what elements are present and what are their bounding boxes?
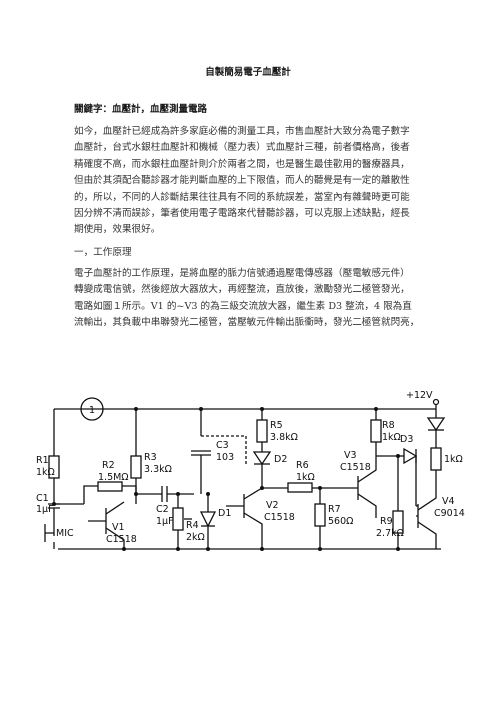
c3-name: C3 [216, 440, 229, 451]
r1-name: R1 [36, 455, 49, 466]
supply-voltage-label: +12V [406, 390, 433, 401]
r9-name: R9 [380, 516, 393, 527]
circuit-diagram: 1 +12V R1 1kΩ C1 1μF MIC R2 1.5MΩ V1 C15… [36, 336, 476, 566]
v4-value: C9014 [434, 508, 465, 519]
r2-value: 1.5MΩ [98, 472, 129, 483]
d1-label: D1 [218, 508, 231, 519]
v3-value: C1518 [340, 462, 371, 473]
v2-name: V2 [266, 500, 279, 511]
figure-number: 1 [89, 405, 95, 416]
c3-value: 103 [216, 452, 234, 463]
r8-value: 1kΩ [382, 432, 401, 443]
circuit-schematic: 1 +12V R1 1kΩ C1 1μF MIC R2 1.5MΩ V1 C15… [36, 390, 465, 551]
mic-label: MIC [56, 528, 74, 539]
r3-name: R3 [144, 452, 157, 463]
section-heading: 一，工作原理 [74, 247, 132, 258]
principle-line: 流輸出，其負載中串聯發光二極管，當壓敏元件輸出脈衝時，發光二極管就閃亮， [74, 317, 420, 329]
d2-label: D2 [274, 454, 287, 465]
led-resistor-value: 1kΩ [444, 454, 463, 465]
r2-name: R2 [102, 460, 115, 471]
intro-line: 如今，血壓計已經成為許多家庭必備的測量工具，市售血壓計大致分為電子數字 [74, 126, 410, 137]
v1-name: V1 [112, 522, 125, 533]
r5-name: R5 [270, 420, 283, 431]
intro-line: 因分辨不清而誤診，筆者使用電子電路來代替聽診器，可以克服上述缺點，經長 [74, 208, 410, 220]
c1-name: C1 [36, 493, 49, 504]
principle-line: 轉變成電信號，然後經放大器放大，再經整流，直放後，激勵發光二極管發光， [74, 284, 410, 296]
v2-value: C1518 [264, 512, 295, 523]
d3-label: D3 [400, 434, 413, 445]
v4-name: V4 [442, 496, 455, 507]
principle-paragraph: 電子血壓計的工作原理，是將血壓的脈力信號通過壓電傳感器（壓電敏感元件） 轉變成電… [74, 266, 424, 332]
intro-paragraph: 如今，血壓計已經成為許多家庭必備的測量工具，市售血壓計大致分為電子數字 血壓計，… [74, 124, 424, 239]
r5-value: 3.8kΩ [270, 432, 298, 443]
r8-name: R8 [382, 420, 395, 431]
intro-line: 血壓計，台式水銀柱血壓計和機械（壓力表）式血壓計三種，前者價格高，後者 [74, 142, 410, 154]
intro-line: 期使用，效果很好。 [74, 224, 161, 236]
r9-value: 2.7kΩ [376, 528, 404, 539]
principle-line: 電路如圖１所示。V1 的~V3 的為三級交流放大器，繼生素 D3 整流，4 限為… [74, 300, 412, 312]
r4-value: 2kΩ [186, 532, 205, 543]
v1-value: C1518 [106, 534, 137, 545]
document-title: 自製簡易電子血壓計 [205, 67, 291, 78]
r7-value: 560Ω [328, 516, 353, 527]
r6-value: 1kΩ [296, 472, 315, 483]
intro-line: 的，所以，不同的人診斷結果往往具有不同的系統誤差，當室內有雜聲時更可能 [74, 191, 410, 203]
r7-name: R7 [328, 504, 341, 515]
principle-line: 電子血壓計的工作原理，是將血壓的脈力信號通過壓電傳感器（壓電敏感元件） [74, 268, 410, 279]
r1-value: 1kΩ [36, 467, 55, 478]
c1-value: 1μF [36, 504, 54, 515]
c2-value: 1μF [156, 516, 174, 527]
r6-name: R6 [296, 460, 309, 471]
keywords-line: 關鍵字：血壓計，血壓測量電路 [74, 104, 208, 115]
r3-value: 3.3kΩ [144, 464, 172, 475]
r4-name: R4 [186, 520, 199, 531]
c2-name: C2 [156, 504, 169, 515]
v3-name: V3 [344, 450, 357, 461]
intro-line: 精確度不高，而水銀柱血壓計則介於兩者之間，也是醫生最佳歡用的醫療器具， [74, 158, 410, 170]
intro-line: 但由於其須配合聽診器才能判斷血壓的上下限值，而人的聽覺是有一定的離散性 [74, 175, 410, 187]
